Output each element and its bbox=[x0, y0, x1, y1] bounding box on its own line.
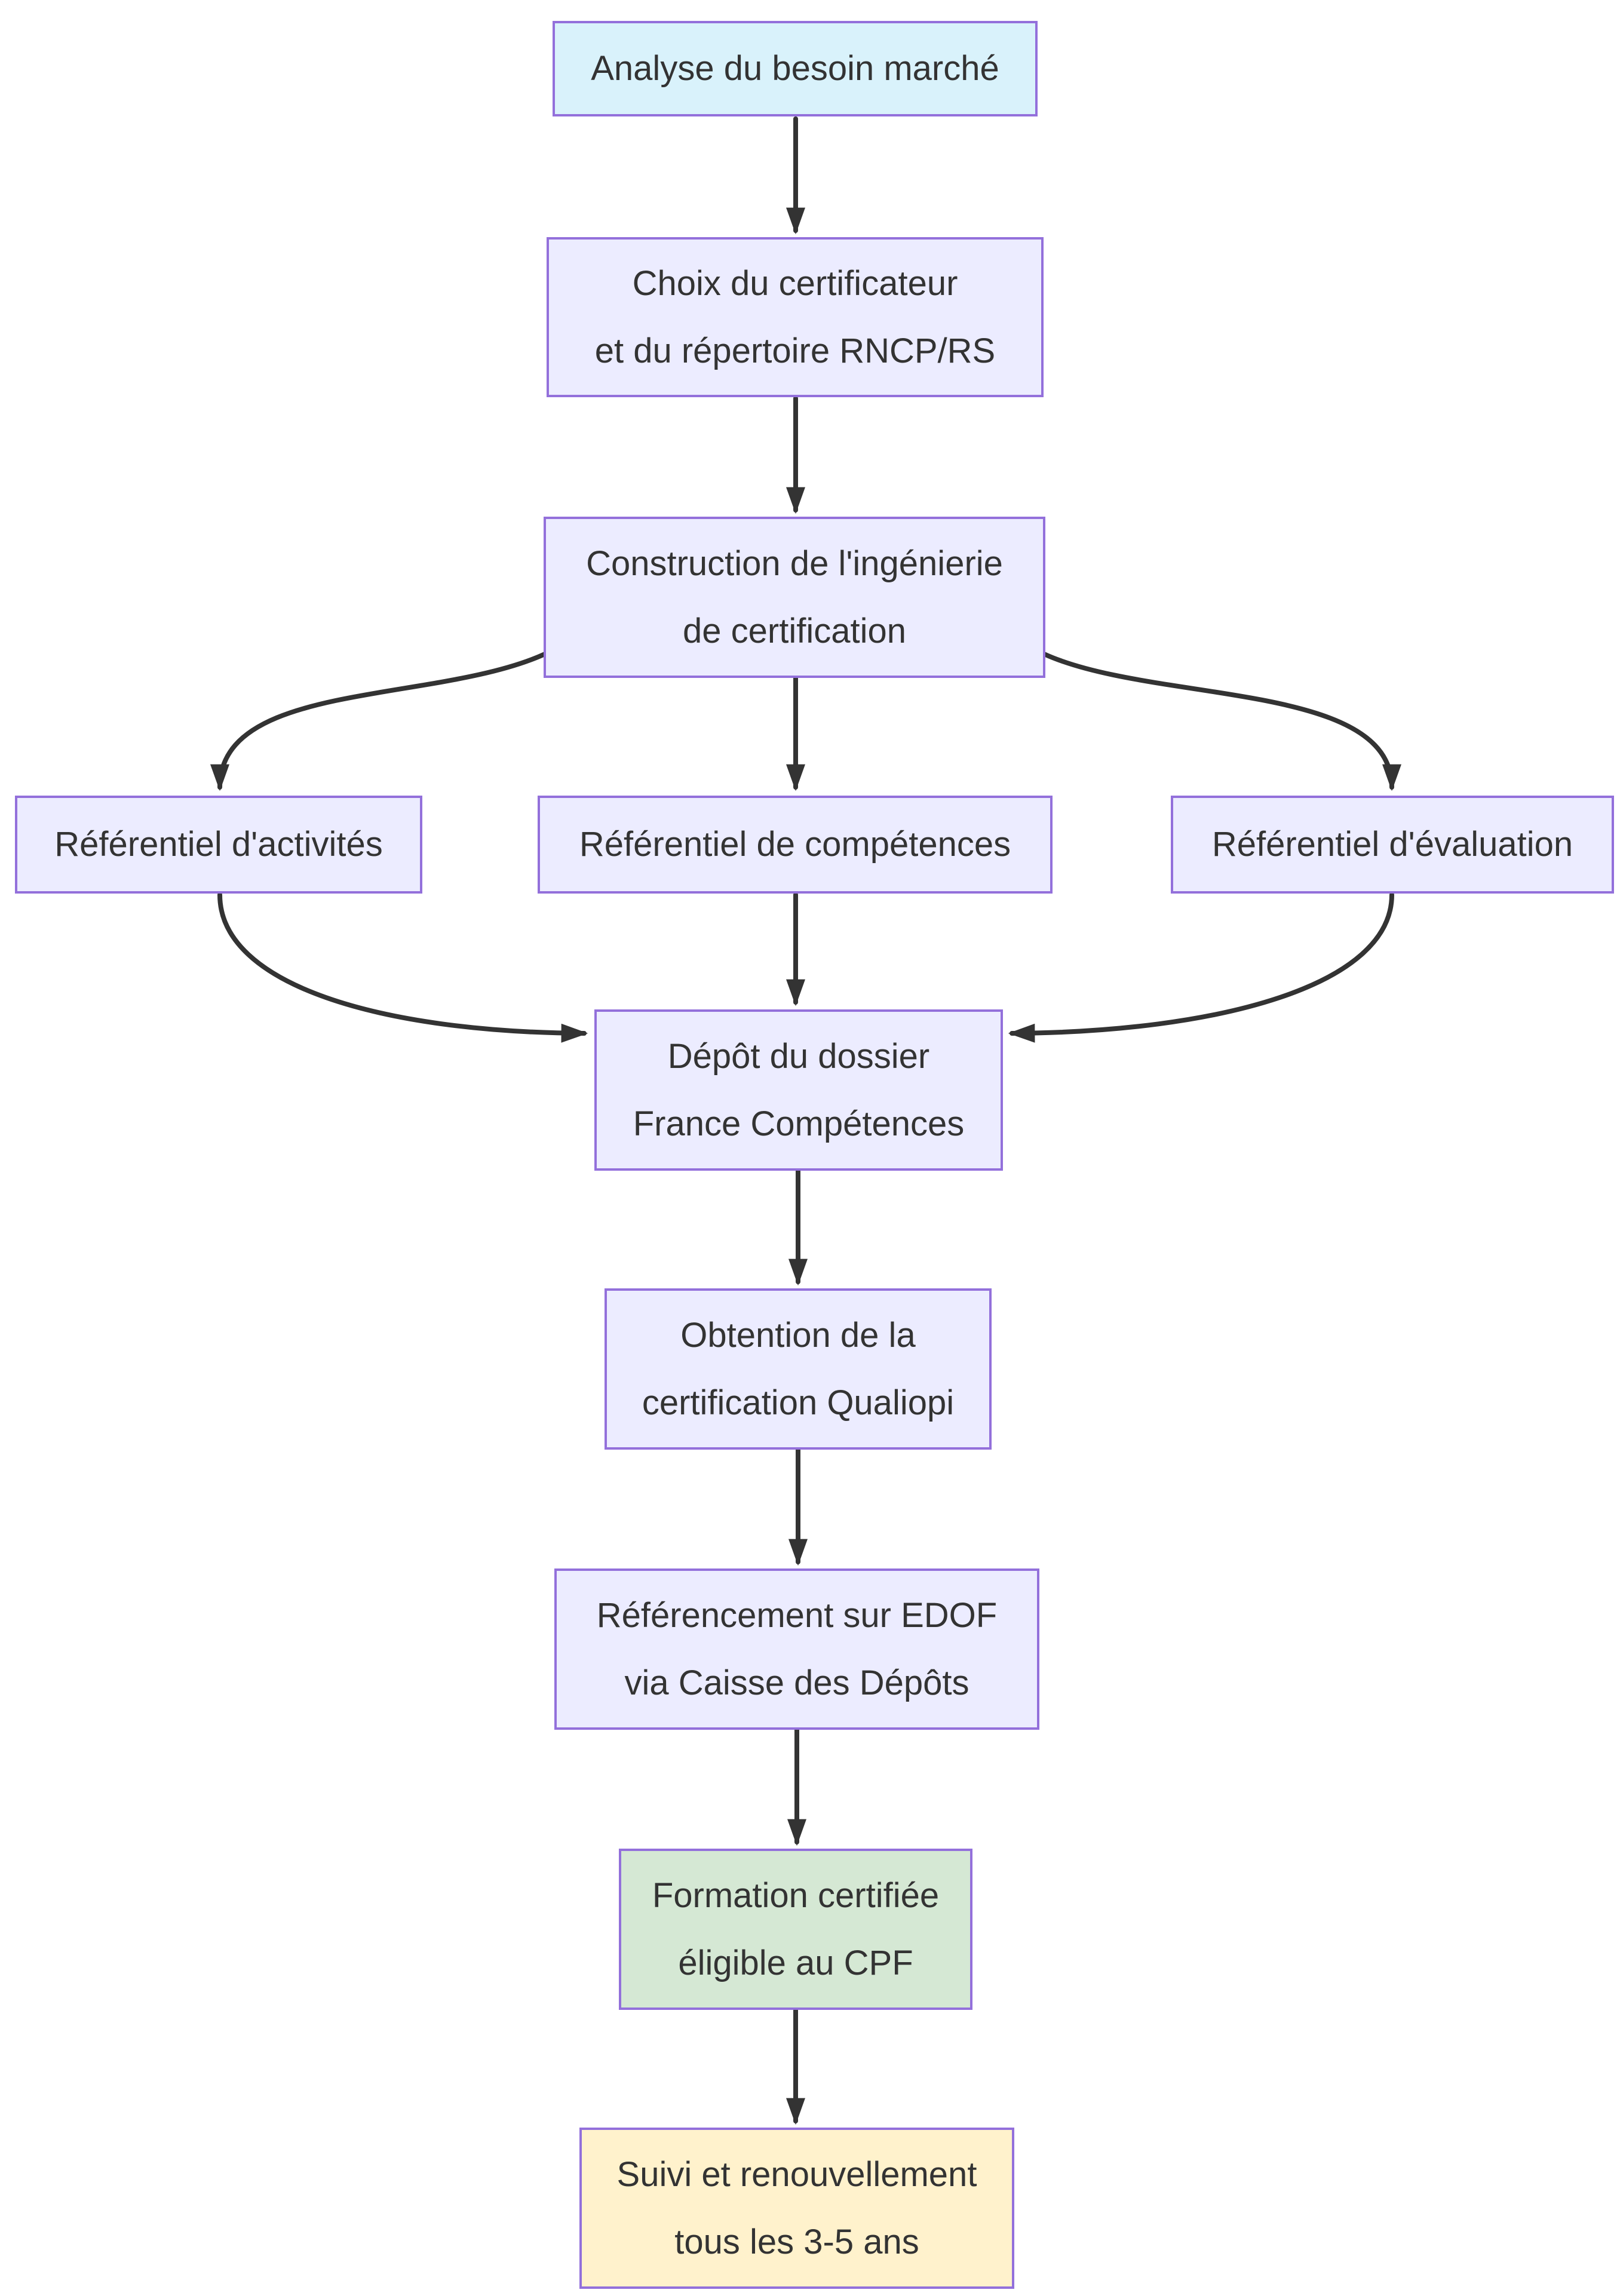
node-choix-certificateur: Choix du certificateur et du répertoire … bbox=[547, 237, 1044, 397]
node-label: et du répertoire RNCP/RS bbox=[594, 331, 996, 370]
node-formation-cpf: Formation certifiée éligible au CPF bbox=[619, 1849, 972, 2010]
node-label: Construction de l'ingénierie bbox=[586, 544, 1003, 583]
node-label: de certification bbox=[683, 612, 906, 650]
node-obtention-qualiopi: Obtention de la certification Qualiopi bbox=[605, 1288, 992, 1450]
node-analyse-besoin-marche: Analyse du besoin marché bbox=[553, 21, 1038, 116]
node-referentiel-evaluation: Référentiel d'évaluation bbox=[1171, 796, 1614, 894]
node-label: éligible au CPF bbox=[678, 1944, 913, 1982]
node-label: Référentiel d'évaluation bbox=[1211, 825, 1573, 864]
edge-construction-to-referentiel-evaluation bbox=[1042, 652, 1401, 791]
node-label: Suivi et renouvellement bbox=[616, 2154, 977, 2194]
node-label: Référentiel de compétences bbox=[579, 825, 1011, 864]
node-label: France Compétences bbox=[633, 1104, 965, 1143]
node-referentiel-activites: Référentiel d'activités bbox=[15, 796, 422, 894]
node-referencement-edof: Référencement sur EDOF via Caisse des Dé… bbox=[554, 1568, 1039, 1730]
edge-referentiel-evaluation-to-depot bbox=[1008, 892, 1394, 1043]
node-label: Formation certifiée bbox=[652, 1876, 940, 1915]
node-label: Choix du certificateur bbox=[632, 263, 958, 303]
node-label: Référencement sur EDOF bbox=[596, 1595, 998, 1635]
node-label: Dépôt du dossier bbox=[667, 1036, 930, 1076]
node-label: certification Qualiopi bbox=[642, 1383, 955, 1422]
node-label: Analyse du besoin marché bbox=[591, 49, 999, 88]
node-label: Référentiel d'activités bbox=[54, 825, 383, 864]
node-referentiel-competences: Référentiel de compétences bbox=[538, 796, 1053, 894]
edge-referentiel-activites-to-depot bbox=[217, 892, 588, 1043]
node-construction-ingenierie: Construction de l'ingénierie de certific… bbox=[544, 517, 1045, 678]
node-label: tous les 3-5 ans bbox=[674, 2223, 919, 2261]
node-label: Obtention de la bbox=[680, 1315, 916, 1355]
node-label: via Caisse des Dépôts bbox=[624, 1663, 969, 1702]
node-suivi-renouvellement: Suivi et renouvellement tous les 3-5 ans bbox=[579, 2128, 1014, 2289]
node-depot-dossier: Dépôt du dossier France Compétences bbox=[594, 1009, 1003, 1171]
edge-construction-to-referentiel-activites bbox=[210, 652, 547, 791]
